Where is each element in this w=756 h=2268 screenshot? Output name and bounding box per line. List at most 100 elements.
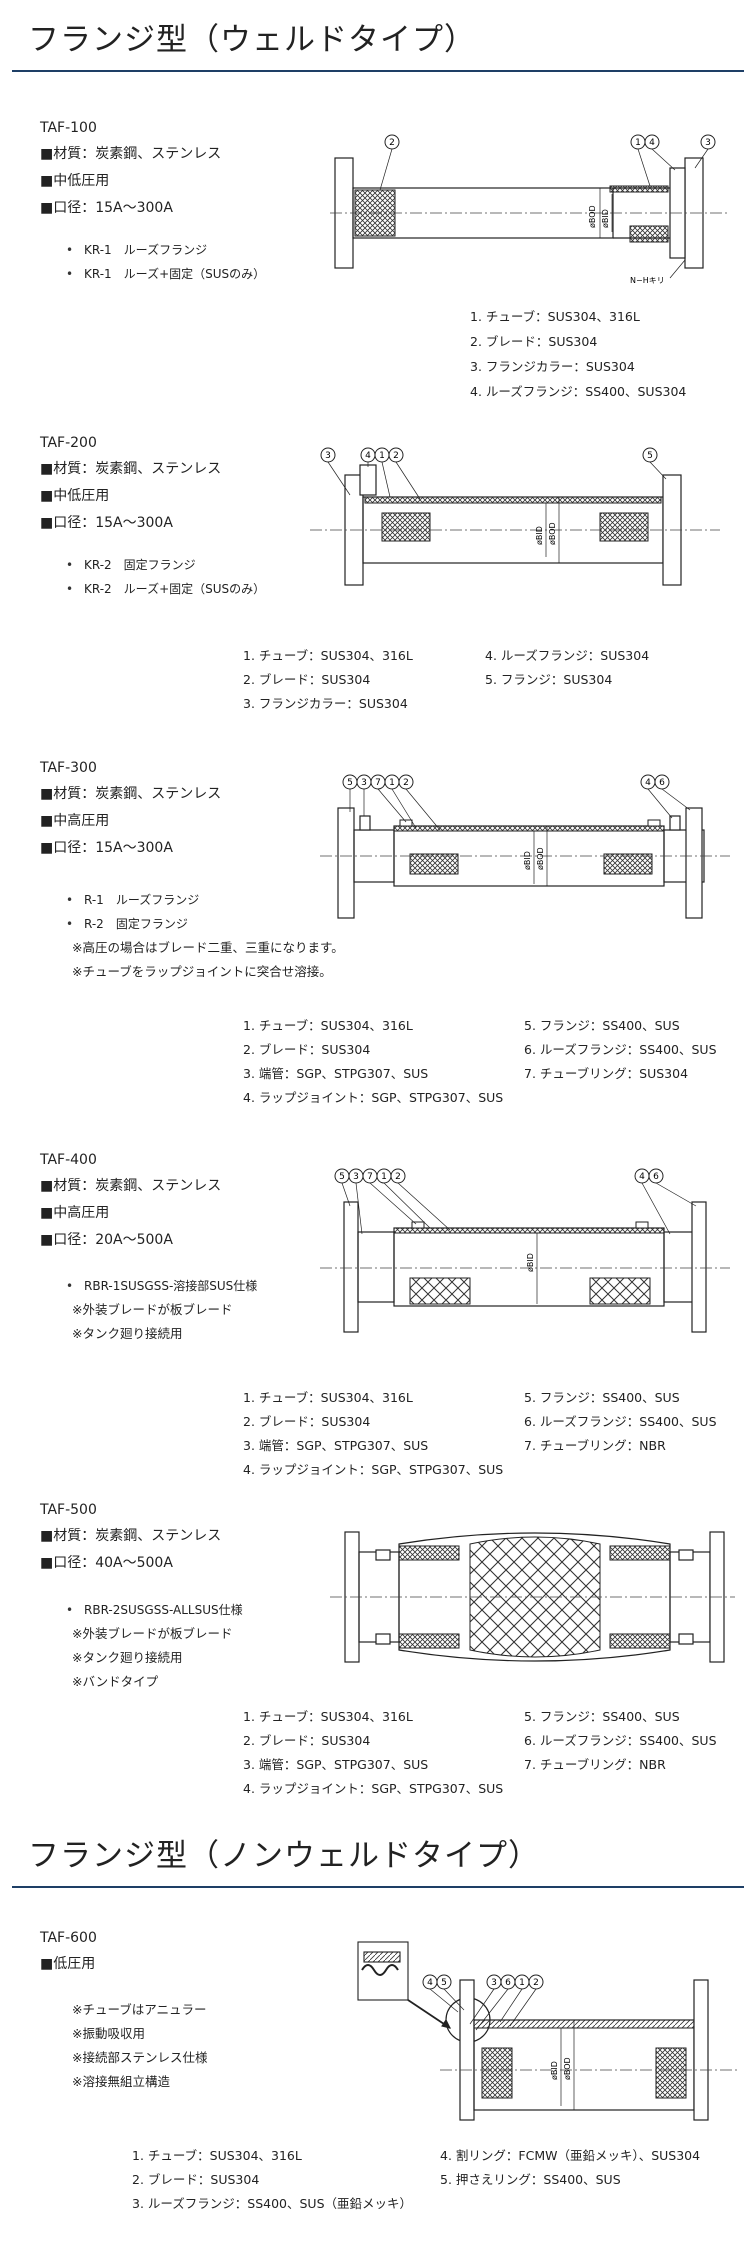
part-item: 6. ルーズフランジ：SS400、SUS: [524, 1042, 717, 1057]
option-item: KR-1 ルーズ+固定（SUSのみ）: [66, 262, 265, 286]
dimension-label: øBOD: [548, 522, 557, 545]
spec-list: ■低圧用: [40, 1951, 95, 1978]
callout-3: 3: [353, 1172, 359, 1182]
spec-size: ■口径：15A～300A: [40, 515, 173, 531]
note-item: ※外装ブレードが板ブレード: [72, 1302, 233, 1317]
spec-list: ■材質：炭素鋼、ステンレス ■中高圧用 ■口径：15A～300A: [40, 781, 221, 862]
note-item: ※接続部ステンレス仕様: [72, 2050, 208, 2065]
part-item: 3. フランジカラー：SUS304: [243, 696, 408, 711]
callout-6: 6: [653, 1172, 659, 1182]
part-item: 2. ブレード：SUS304: [243, 1733, 371, 1748]
callout-2: 2: [403, 778, 409, 788]
taf-400-drawing: øBID 5 3 7 1 2 4 6: [320, 1168, 730, 1333]
notes-list: ※外装ブレードが板ブレード ※タンク廻り接続用 ※バンドタイプ: [72, 1622, 232, 1694]
option-item: KR-1 ルーズフランジ: [66, 238, 265, 262]
part-item: 5. フランジ：SS400、SUS: [524, 1018, 680, 1033]
part-item: 1. チューブ：SUS304、316L: [243, 648, 413, 663]
dimension-label: øBID: [550, 2061, 559, 2080]
option-item: R-2 固定フランジ: [66, 912, 199, 936]
part-item: 3. ルーズフランジ：SS400、SUS（亜鉛メッキ）: [132, 2196, 413, 2211]
callout-4: 4: [645, 778, 651, 788]
parts-list: 1. チューブ：SUS304、316L 2. ブレード：SUS304 3. ルー…: [132, 2143, 752, 2223]
part-item: 3. フランジカラー：SUS304: [470, 359, 635, 374]
part-item: 3. 端管：SGP、STPG307、SUS: [243, 1438, 429, 1453]
part-item: 2. ブレード：SUS304: [243, 672, 371, 687]
option-list: R-1 ルーズフランジ R-2 固定フランジ: [66, 888, 199, 936]
part-item: 7. チューブリング：NBR: [524, 1438, 666, 1453]
page-title-nonwelded: フランジ型（ノンウェルドタイプ）: [28, 1838, 540, 1874]
note-item: ※振動吸収用: [72, 2026, 145, 2041]
part-item: 1. チューブ：SUS304、316L: [243, 1709, 413, 1724]
spec-material: ■材質：炭素鋼、ステンレス: [40, 786, 222, 802]
part-item: 4. ラップジョイント：SGP、STPG307、SUS: [243, 1462, 504, 1477]
model-name: TAF-100: [40, 120, 97, 136]
part-item: 1. チューブ：SUS304、316L: [470, 309, 640, 324]
part-item: 2. ブレード：SUS304: [470, 334, 598, 349]
parts-list: 1. チューブ：SUS304、316L 2. ブレード：SUS304 3. 端管…: [243, 1013, 743, 1113]
spec-list: ■材質：炭素鋼、ステンレス ■中高圧用 ■口径：20A～500A: [40, 1173, 221, 1254]
taf-100-drawing: øBOD øBID N−Hキリ 2 1 4 3: [330, 134, 730, 285]
notes-list: ※チューブはアニュラー ※振動吸収用 ※接続部ステンレス仕様 ※溶接無組立構造: [72, 1998, 207, 2094]
spec-list: ■材質：炭素鋼、ステンレス ■中低圧用 ■口径：15A～300A: [40, 141, 221, 222]
taf-200-drawing: øBID øBOD 3 4 1 2 5: [310, 447, 720, 586]
parts-list: 1. チューブ：SUS304、316L 2. ブレード：SUS304 3. 端管…: [243, 1385, 743, 1485]
dimension-label: øBID: [601, 209, 610, 228]
spec-material: ■材質：炭素鋼、ステンレス: [40, 146, 222, 162]
option-item: R-1 ルーズフランジ: [66, 888, 199, 912]
spec-pressure: ■中低圧用: [40, 173, 110, 189]
callout-1: 1: [635, 138, 641, 148]
callout-3: 3: [705, 138, 711, 148]
part-item: 5. フランジ：SS400、SUS: [524, 1709, 680, 1724]
part-item: 5. 押さえリング：SS400、SUS: [440, 2172, 621, 2187]
dimension-label: øBOD: [563, 2057, 572, 2080]
callout-6: 6: [659, 778, 665, 788]
note-item: ※チューブはアニュラー: [72, 2002, 207, 2017]
callout-2: 2: [395, 1172, 401, 1182]
callout-4: 4: [365, 451, 371, 461]
section-taf-100: TAF-100 ■材質：炭素鋼、ステンレス ■中低圧用 ■口径：15A～300A…: [0, 120, 756, 410]
hole-label: N−Hキリ: [630, 276, 665, 285]
spec-size: ■口径：15A～300A: [40, 840, 173, 856]
part-item: 3. 端管：SGP、STPG307、SUS: [243, 1066, 429, 1081]
model-name: TAF-400: [40, 1152, 97, 1168]
callout-5: 5: [347, 778, 353, 788]
spec-size: ■口径：40A～500A: [40, 1555, 173, 1571]
part-item: 1. チューブ：SUS304、316L: [243, 1390, 413, 1405]
parts-list: 1. チューブ：SUS304、316L 2. ブレード：SUS304 3. 端管…: [243, 1704, 743, 1804]
callout-2: 2: [389, 138, 395, 148]
notes-list: ※高圧の場合はブレード二重、三重になります。 ※チューブをラップジョイントに突合…: [72, 936, 344, 984]
dimension-label: øBOD: [588, 205, 597, 228]
title-rule: [12, 1886, 744, 1888]
model-name: TAF-200: [40, 435, 97, 451]
option-item: RBR-1SUSGSS-溶接部SUS仕様: [66, 1274, 257, 1298]
part-item: 2. ブレード：SUS304: [243, 1414, 371, 1429]
callout-4: 4: [427, 1978, 433, 1988]
taf-300-drawing: øBID øBOD 5 3 7 1 2 4 6: [320, 774, 730, 919]
note-item: ※チューブをラップジョイントに突合せ溶接。: [72, 964, 332, 979]
spec-size: ■口径：15A～300A: [40, 200, 173, 216]
part-item: 7. チューブリング：NBR: [524, 1757, 666, 1772]
taf-600-drawing: øBID øBOD 4 5 3 6 1 2: [357, 1941, 740, 2121]
notes-list: ※外装ブレードが板ブレード ※タンク廻り接続用: [72, 1298, 232, 1346]
callout-1: 1: [379, 451, 385, 461]
spec-material: ■材質：炭素鋼、ステンレス: [40, 1178, 222, 1194]
callout-3: 3: [325, 451, 331, 461]
note-item: ※溶接無組立構造: [72, 2074, 170, 2089]
model-name: TAF-600: [40, 1930, 97, 1946]
option-list: RBR-1SUSGSS-溶接部SUS仕様: [66, 1274, 257, 1298]
option-list: KR-1 ルーズフランジ KR-1 ルーズ+固定（SUSのみ）: [66, 238, 265, 286]
callout-3: 3: [361, 778, 367, 788]
spec-list: ■材質：炭素鋼、ステンレス ■口径：40A～500A: [40, 1523, 221, 1577]
section-taf-500: TAF-500 ■材質：炭素鋼、ステンレス ■口径：40A～500A RBR-2…: [0, 1502, 756, 1822]
part-item: 2. ブレード：SUS304: [243, 1042, 371, 1057]
part-item: 3. 端管：SGP、STPG307、SUS: [243, 1757, 429, 1772]
parts-list: 1. チューブ：SUS304、316L 2. ブレード：SUS304 3. フラ…: [470, 304, 750, 414]
part-item: 1. チューブ：SUS304、316L: [243, 1018, 413, 1033]
callout-2: 2: [533, 1978, 539, 1988]
part-item: 4. ラップジョイント：SGP、STPG307、SUS: [243, 1781, 504, 1796]
parts-list: 1. チューブ：SUS304、316L 2. ブレード：SUS304 3. フラ…: [243, 643, 743, 723]
option-item: RBR-2SUSGSS-ALLSUS仕様: [66, 1598, 243, 1622]
note-item: ※高圧の場合はブレード二重、三重になります。: [72, 940, 344, 955]
part-item: 6. ルーズフランジ：SS400、SUS: [524, 1733, 717, 1748]
spec-material: ■材質：炭素鋼、ステンレス: [40, 461, 222, 477]
